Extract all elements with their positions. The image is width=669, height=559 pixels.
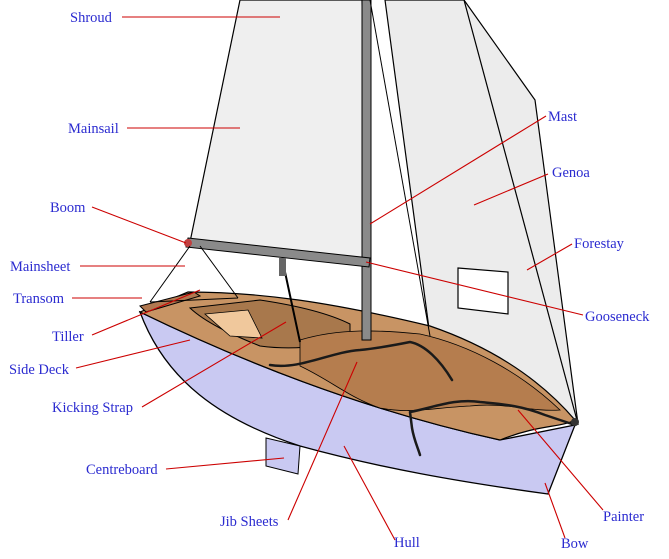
- mainsail: [189, 0, 367, 259]
- leader-painter: [517, 409, 604, 511]
- label-gooseneck: Gooseneck: [585, 309, 650, 325]
- shroud: [369, 0, 431, 337]
- label-mainsheet: Mainsheet: [10, 259, 70, 275]
- label-side-deck: Side Deck: [9, 362, 70, 378]
- leader-centreboard: [165, 457, 285, 470]
- label-boom: Boom: [50, 200, 86, 216]
- leader-boom: [91, 206, 187, 244]
- leader-jib-sheets: [287, 361, 358, 521]
- leader-kicking-strap: [141, 321, 287, 408]
- leader-side-deck: [75, 339, 191, 369]
- mast: [361, 0, 372, 341]
- label-hull: Hull: [394, 535, 420, 551]
- leader-lines: [72, 16, 604, 541]
- kicking-strap-block: [279, 258, 286, 276]
- label-centreboard: Centreboard: [86, 462, 158, 478]
- leader-mast: [369, 115, 547, 225]
- label-genoa: Genoa: [552, 165, 590, 181]
- label-tiller: Tiller: [52, 329, 84, 345]
- leader-tiller: [91, 289, 201, 336]
- label-mast: Mast: [548, 109, 577, 125]
- forestay: [463, 0, 579, 425]
- label-transom: Transom: [13, 291, 65, 307]
- genoa: [384, 0, 579, 426]
- bow-fitting: [571, 418, 579, 426]
- leader-bow: [544, 482, 566, 539]
- foredeck-cover: [299, 330, 561, 411]
- foredeck-drawstring: [268, 340, 577, 457]
- label-jib-sheets: Jib Sheets: [220, 514, 279, 530]
- boom-end: [184, 239, 192, 247]
- leader-hull: [343, 445, 396, 541]
- label-bow: Bow: [561, 536, 589, 552]
- label-mainsail: Mainsail: [68, 121, 119, 137]
- label-painter: Painter: [603, 509, 644, 525]
- label-shroud: Shroud: [70, 10, 113, 26]
- leader-forestay: [526, 243, 573, 271]
- mainsheet: [149, 245, 239, 303]
- leader-gooseneck: [365, 261, 584, 316]
- label-forestay: Forestay: [574, 236, 625, 252]
- cockpit-seat: [204, 309, 263, 339]
- leader-genoa: [473, 173, 549, 206]
- centreboard: [265, 437, 301, 475]
- label-kicking-strap: Kicking Strap: [52, 400, 133, 416]
